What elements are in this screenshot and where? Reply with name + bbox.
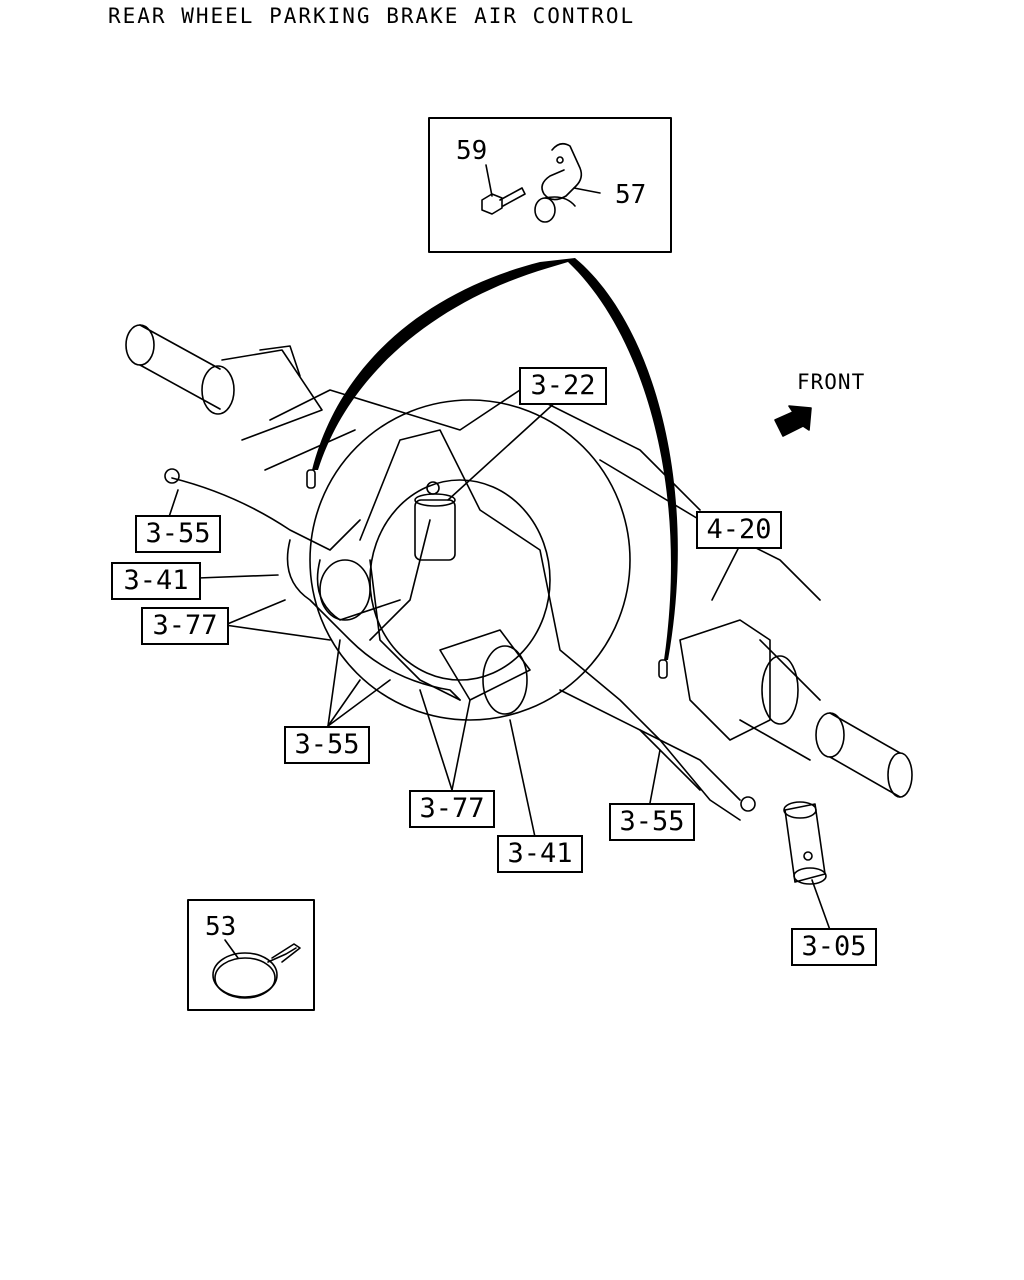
part-number-band: 53 (205, 912, 237, 942)
leader-arc (312, 258, 678, 660)
front-arrow-icon (774, 405, 812, 437)
bolt-icon (481, 164, 526, 215)
detail-box-band (187, 899, 315, 1011)
callout-4-20[interactable]: 4-20 (696, 511, 782, 549)
callout-3-55-right[interactable]: 3-55 (609, 803, 695, 841)
callout-3-22[interactable]: 3-22 (519, 367, 607, 405)
callout-3-77-left[interactable]: 3-77 (141, 607, 229, 645)
page-title: REAR WHEEL PARKING BRAKE AIR CONTROL (108, 4, 636, 28)
callout-3-41-left[interactable]: 3-41 (111, 562, 201, 600)
axle-housing (125, 324, 913, 798)
front-direction-label: FRONT (797, 370, 866, 394)
detail-box-clip (428, 117, 672, 253)
coupling-part-icon (783, 801, 827, 885)
air-lines (164, 429, 756, 821)
clip-icon (534, 142, 601, 223)
part-number-bolt: 59 (456, 136, 488, 166)
part-number-clip: 57 (615, 180, 647, 210)
callout-3-05[interactable]: 3-05 (791, 928, 877, 966)
callout-3-55-middle[interactable]: 3-55 (284, 726, 370, 764)
leader-lines (167, 397, 831, 931)
relay-valve-icon (414, 481, 456, 561)
callout-3-41-bottom[interactable]: 3-41 (497, 835, 583, 873)
band-clamp-icon (212, 939, 301, 999)
callout-3-77-middle[interactable]: 3-77 (409, 790, 495, 828)
callout-3-55-upper-left[interactable]: 3-55 (135, 515, 221, 553)
